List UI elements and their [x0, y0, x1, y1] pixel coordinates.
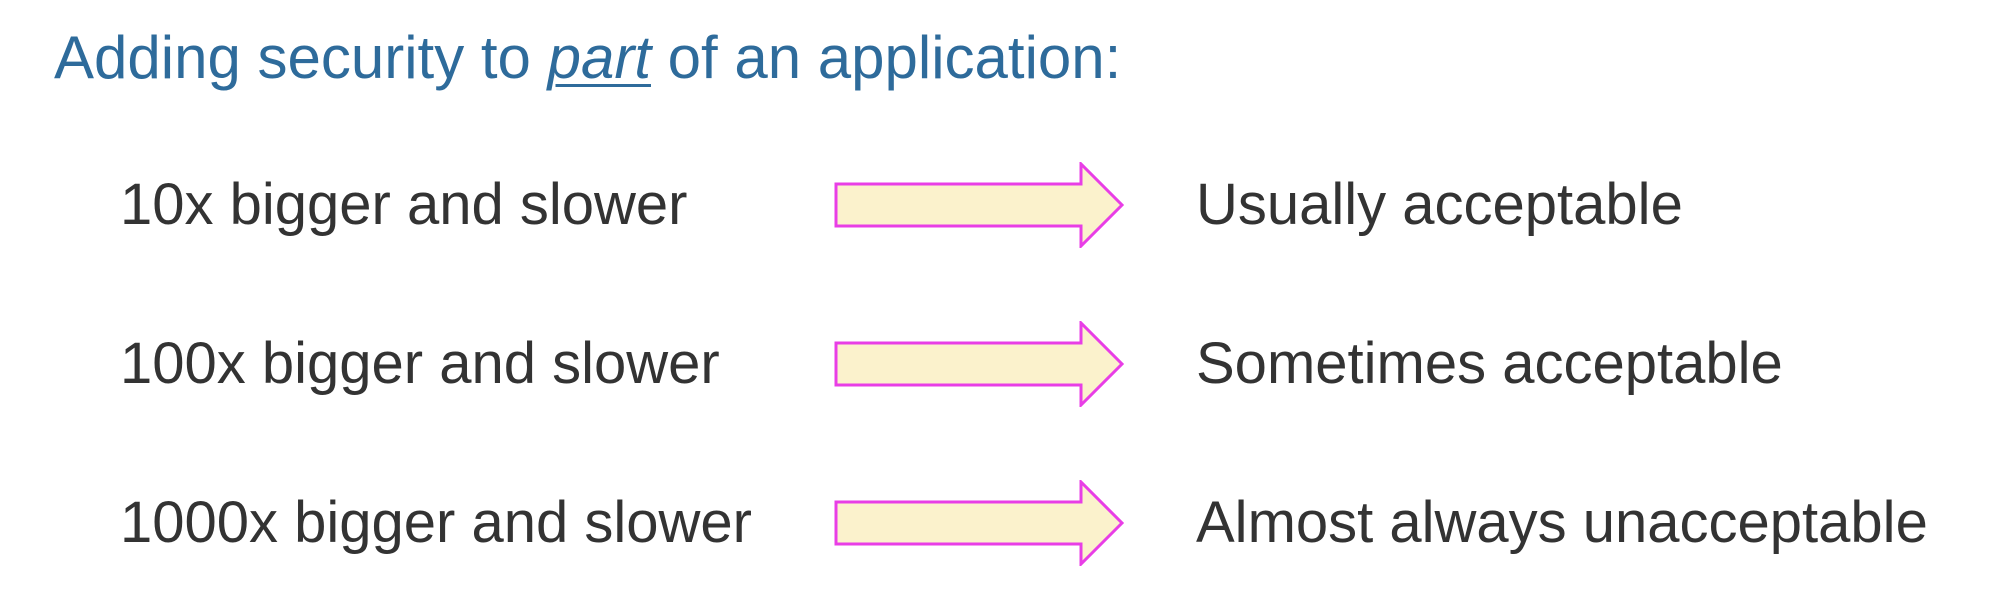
- acceptability-label: Almost always unacceptable: [1196, 490, 1928, 555]
- slide-title-emphasis: part: [547, 24, 651, 91]
- comparison-row: 1000x bigger and slower Almost always un…: [0, 473, 2000, 573]
- comparison-row: 10x bigger and slower Usually acceptable: [0, 155, 2000, 255]
- comparison-row: 100x bigger and slower Sometimes accepta…: [0, 314, 2000, 414]
- acceptability-label: Usually acceptable: [1196, 172, 1683, 237]
- slide-title-tail: of an application:: [650, 24, 1122, 91]
- cost-label: 1000x bigger and slower: [120, 490, 752, 555]
- slide-title: Adding security to part of an applicatio…: [54, 22, 1121, 94]
- right-arrow-icon: [834, 321, 1124, 407]
- slide-title-lead: Adding security to: [54, 24, 548, 91]
- cost-label: 10x bigger and slower: [120, 172, 688, 237]
- right-arrow-icon: [834, 162, 1124, 248]
- cost-label: 100x bigger and slower: [120, 331, 720, 396]
- right-arrow-icon: [834, 480, 1124, 566]
- acceptability-label: Sometimes acceptable: [1196, 331, 1783, 396]
